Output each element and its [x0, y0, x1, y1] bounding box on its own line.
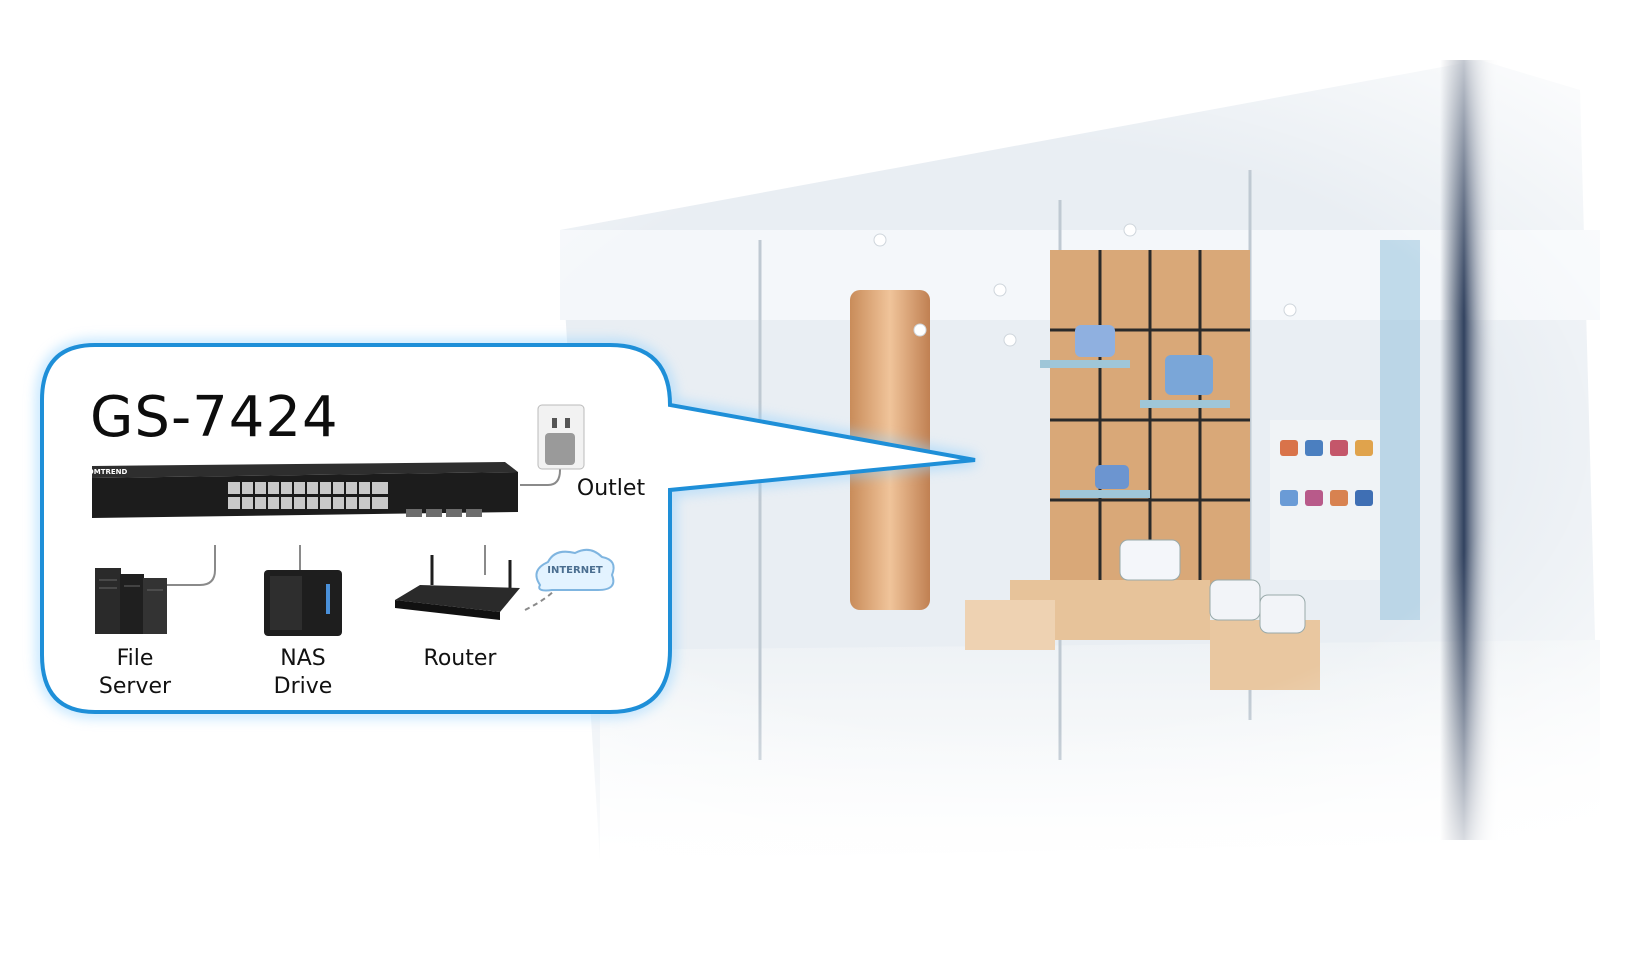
nas-drive-label: NAS Drive: [253, 645, 353, 700]
cables: [165, 455, 561, 611]
outlet-label: Outlet: [576, 476, 646, 501]
router-label-line1: Router: [423, 646, 497, 671]
nas-drive-icon: [264, 570, 342, 636]
cable-file-server: [165, 545, 216, 586]
switch-icon: [92, 462, 518, 518]
nas-drive-label-line1: NAS: [280, 646, 326, 671]
nas-drive-label-line2: Drive: [273, 673, 333, 699]
cable-outlet: [520, 455, 561, 486]
callout-title: GS-7424: [90, 385, 339, 450]
internet-label: INTERNET: [547, 565, 603, 576]
switch-sfp-ports: [406, 509, 482, 517]
file-server-label: File Server: [85, 645, 185, 700]
white-bottom-area: [0, 860, 1632, 966]
internet-cloud-icon: [535, 548, 615, 592]
cable-internet: [524, 589, 556, 611]
router-icon: [395, 555, 520, 620]
file-server-label-line2: Server: [98, 673, 172, 699]
file-server-label-line1: File: [116, 646, 154, 671]
switch-brand-label: COMTREND: [82, 468, 128, 476]
router-label: Router: [405, 645, 515, 673]
file-server-icon: [95, 568, 167, 634]
switch-port-dividers: [240, 482, 372, 509]
outlet-icon: [537, 404, 585, 470]
